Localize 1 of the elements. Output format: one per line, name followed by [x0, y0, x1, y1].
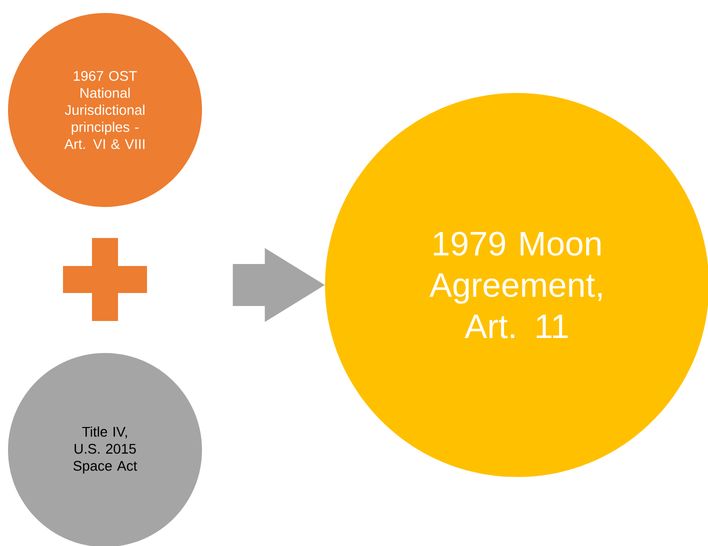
- block-arrow: [232, 248, 325, 322]
